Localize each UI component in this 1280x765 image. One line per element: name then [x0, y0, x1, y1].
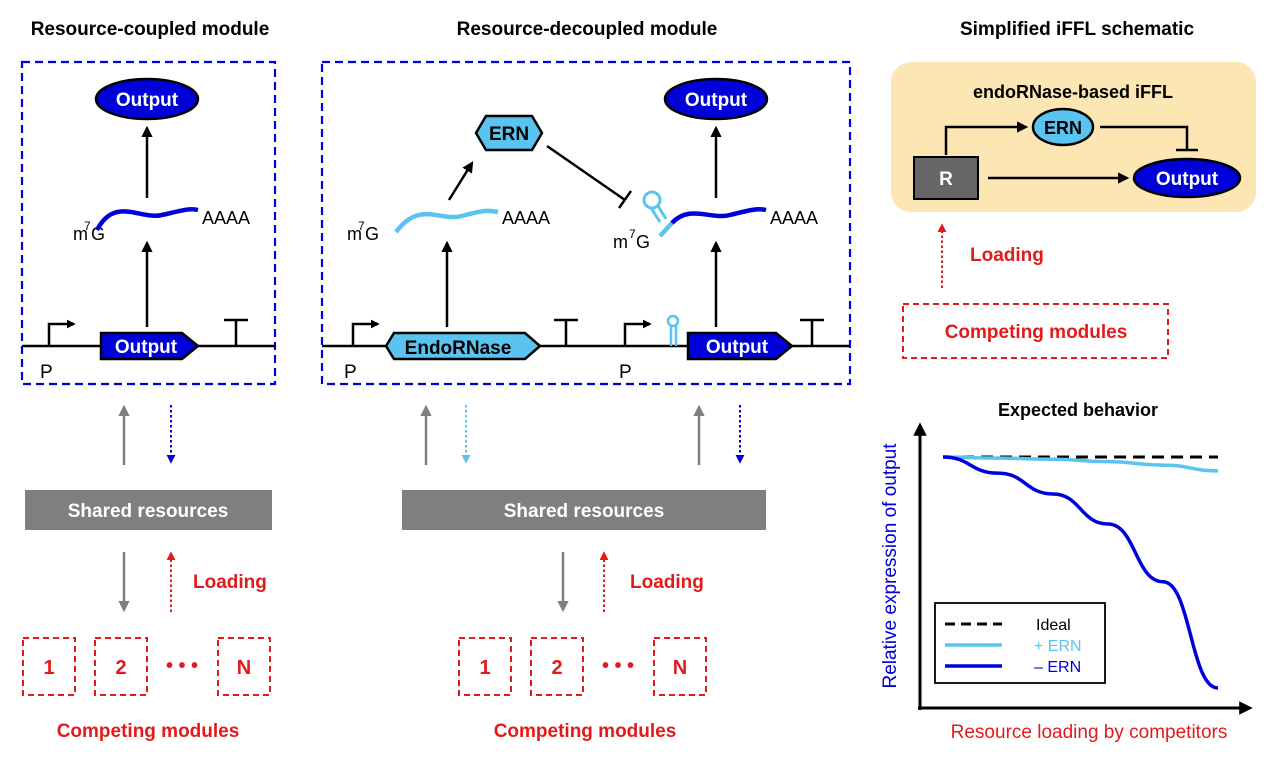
decoupled-competitor-box-2 — [530, 637, 584, 696]
mrna-hairpin-loop — [642, 190, 662, 210]
coupled-cap-sup: 7 — [84, 219, 91, 233]
shared-resources-box — [25, 490, 272, 530]
decoupled-module-box — [320, 60, 852, 386]
ern-translation-arrow — [447, 161, 474, 201]
ern-mrna — [394, 208, 499, 234]
terminator-icon — [224, 318, 248, 346]
node-r — [913, 156, 979, 200]
decoupled-shared-resources-box — [402, 490, 766, 530]
legend-label-ideal: Ideal — [1036, 617, 1071, 634]
decoupled-cap-m: m — [347, 224, 362, 244]
legend-label-plus-ern: + ERN — [1034, 638, 1082, 655]
decoupled-output-gene-label: Output — [706, 337, 769, 358]
competitor-ellipsis: • • • — [166, 655, 198, 677]
chart-y-axis-label: Relative expression of output — [880, 443, 901, 689]
competitor-box-2 — [94, 637, 148, 696]
node-ern-label: ERN — [1044, 118, 1082, 138]
decoupled-output-protein-label: Output — [685, 90, 748, 111]
coupled-loading-label: Loading — [193, 572, 267, 593]
decoupled-output-protein — [663, 77, 769, 121]
decoupled-competitor-box-1 — [458, 637, 512, 696]
node-output — [1132, 157, 1242, 199]
coupled-cap-g: G — [91, 224, 105, 244]
competitor-box-1 — [22, 637, 76, 696]
schematic-competing-box — [902, 303, 1169, 359]
coupled-mrna — [95, 206, 199, 232]
decoupled-cap-m2: m — [613, 232, 628, 252]
output-mrna — [670, 206, 767, 225]
decoupled-loading-label: Loading — [630, 572, 704, 593]
decoupled-shared-resources-label: Shared resources — [504, 501, 665, 522]
competitor-label-n: N — [237, 657, 251, 679]
shared-resources-label: Shared resources — [68, 501, 229, 522]
node-ern — [1031, 107, 1095, 147]
coupled-polya: AAAA — [202, 208, 250, 228]
ifl-panel-title: endoRNase-based iFFL — [973, 82, 1173, 102]
dna-hairpin-stem — [669, 326, 678, 346]
decoupled-competitor-label-n: N — [673, 657, 687, 679]
ifl-schematic: Simplified iFFL schematic endoRNase-base… — [891, 19, 1256, 359]
coupled-competing-label: Competing modules — [57, 721, 240, 742]
decoupled-cap-g: G — [365, 224, 379, 244]
decoupled-promoter-left: P — [344, 362, 357, 383]
node-r-label: R — [939, 169, 953, 190]
promoter-icon — [47, 319, 76, 346]
coupled-output-gene — [99, 331, 200, 361]
decoupled-competitor-label-2: 2 — [551, 657, 562, 679]
coupled-output-protein-label: Output — [116, 90, 179, 111]
decoupled-competitor-ellipsis: • • • — [602, 655, 634, 677]
promoter-icon-right — [623, 319, 652, 346]
coupled-module: Resource-coupled module Output m 7 G AAA… — [20, 19, 277, 742]
decoupled-output-gene — [686, 331, 794, 361]
ern-protein — [474, 114, 544, 152]
series-plus-ern — [942, 455, 1219, 473]
ern-protein-label: ERN — [489, 124, 529, 145]
r-to-ern-arrow — [944, 121, 1029, 155]
coupled-output-protein — [94, 77, 200, 121]
behavior-chart: Expected behavior Relative expression of… — [880, 400, 1253, 743]
competitor-label-1: 1 — [43, 657, 54, 679]
terminator-icon-right — [800, 318, 824, 346]
chart-title: Expected behavior — [998, 400, 1158, 420]
coupled-title: Resource-coupled module — [31, 19, 270, 40]
decoupled-competing-label: Competing modules — [494, 721, 677, 742]
coupled-cap-m: m — [73, 224, 88, 244]
decoupled-title: Resource-decoupled module — [457, 19, 718, 40]
ern-inhibition — [546, 144, 633, 209]
legend-label-minus-ern: – ERN — [1034, 659, 1081, 676]
decoupled-polya-right: AAAA — [770, 208, 818, 228]
coupled-promoter-label: P — [40, 362, 53, 383]
chart-legend — [934, 602, 1106, 684]
schematic-loading-label: Loading — [970, 245, 1044, 266]
decoupled-cap-g2: G — [636, 232, 650, 252]
competitor-label-2: 2 — [115, 657, 126, 679]
ern-inhibits-output — [1100, 125, 1198, 152]
endornase-gene — [384, 331, 542, 361]
decoupled-promoter-right: P — [619, 362, 632, 383]
chart-x-axis-label: Resource loading by competitors — [951, 722, 1228, 743]
terminator-icon-left — [554, 318, 578, 346]
endornase-gene-label: EndoRNase — [405, 338, 512, 359]
coupled-module-box — [20, 60, 277, 386]
decoupled-polya-left: AAAA — [502, 208, 550, 228]
output-mrna-utr — [658, 221, 674, 238]
schematic-competing-label: Competing modules — [945, 322, 1128, 343]
coupled-output-gene-label: Output — [115, 337, 178, 358]
schematic-title: Simplified iFFL schematic — [960, 19, 1194, 40]
decoupled-cap-sup2: 7 — [629, 227, 636, 241]
decoupled-cap-sup: 7 — [358, 219, 365, 233]
decoupled-module: Resource-decoupled module ERN Output m 7… — [320, 19, 852, 742]
dna-hairpin-loop — [666, 314, 680, 328]
decoupled-competitor-label-1: 1 — [479, 657, 490, 679]
decoupled-competitor-box-n — [653, 637, 707, 696]
node-output-label: Output — [1156, 169, 1219, 190]
competitor-box-n — [217, 637, 271, 696]
chart-series-layer — [942, 455, 1219, 690]
mrna-hairpin-stem — [649, 205, 668, 223]
series-minus-ern — [942, 455, 1219, 690]
promoter-icon-left — [351, 319, 380, 346]
